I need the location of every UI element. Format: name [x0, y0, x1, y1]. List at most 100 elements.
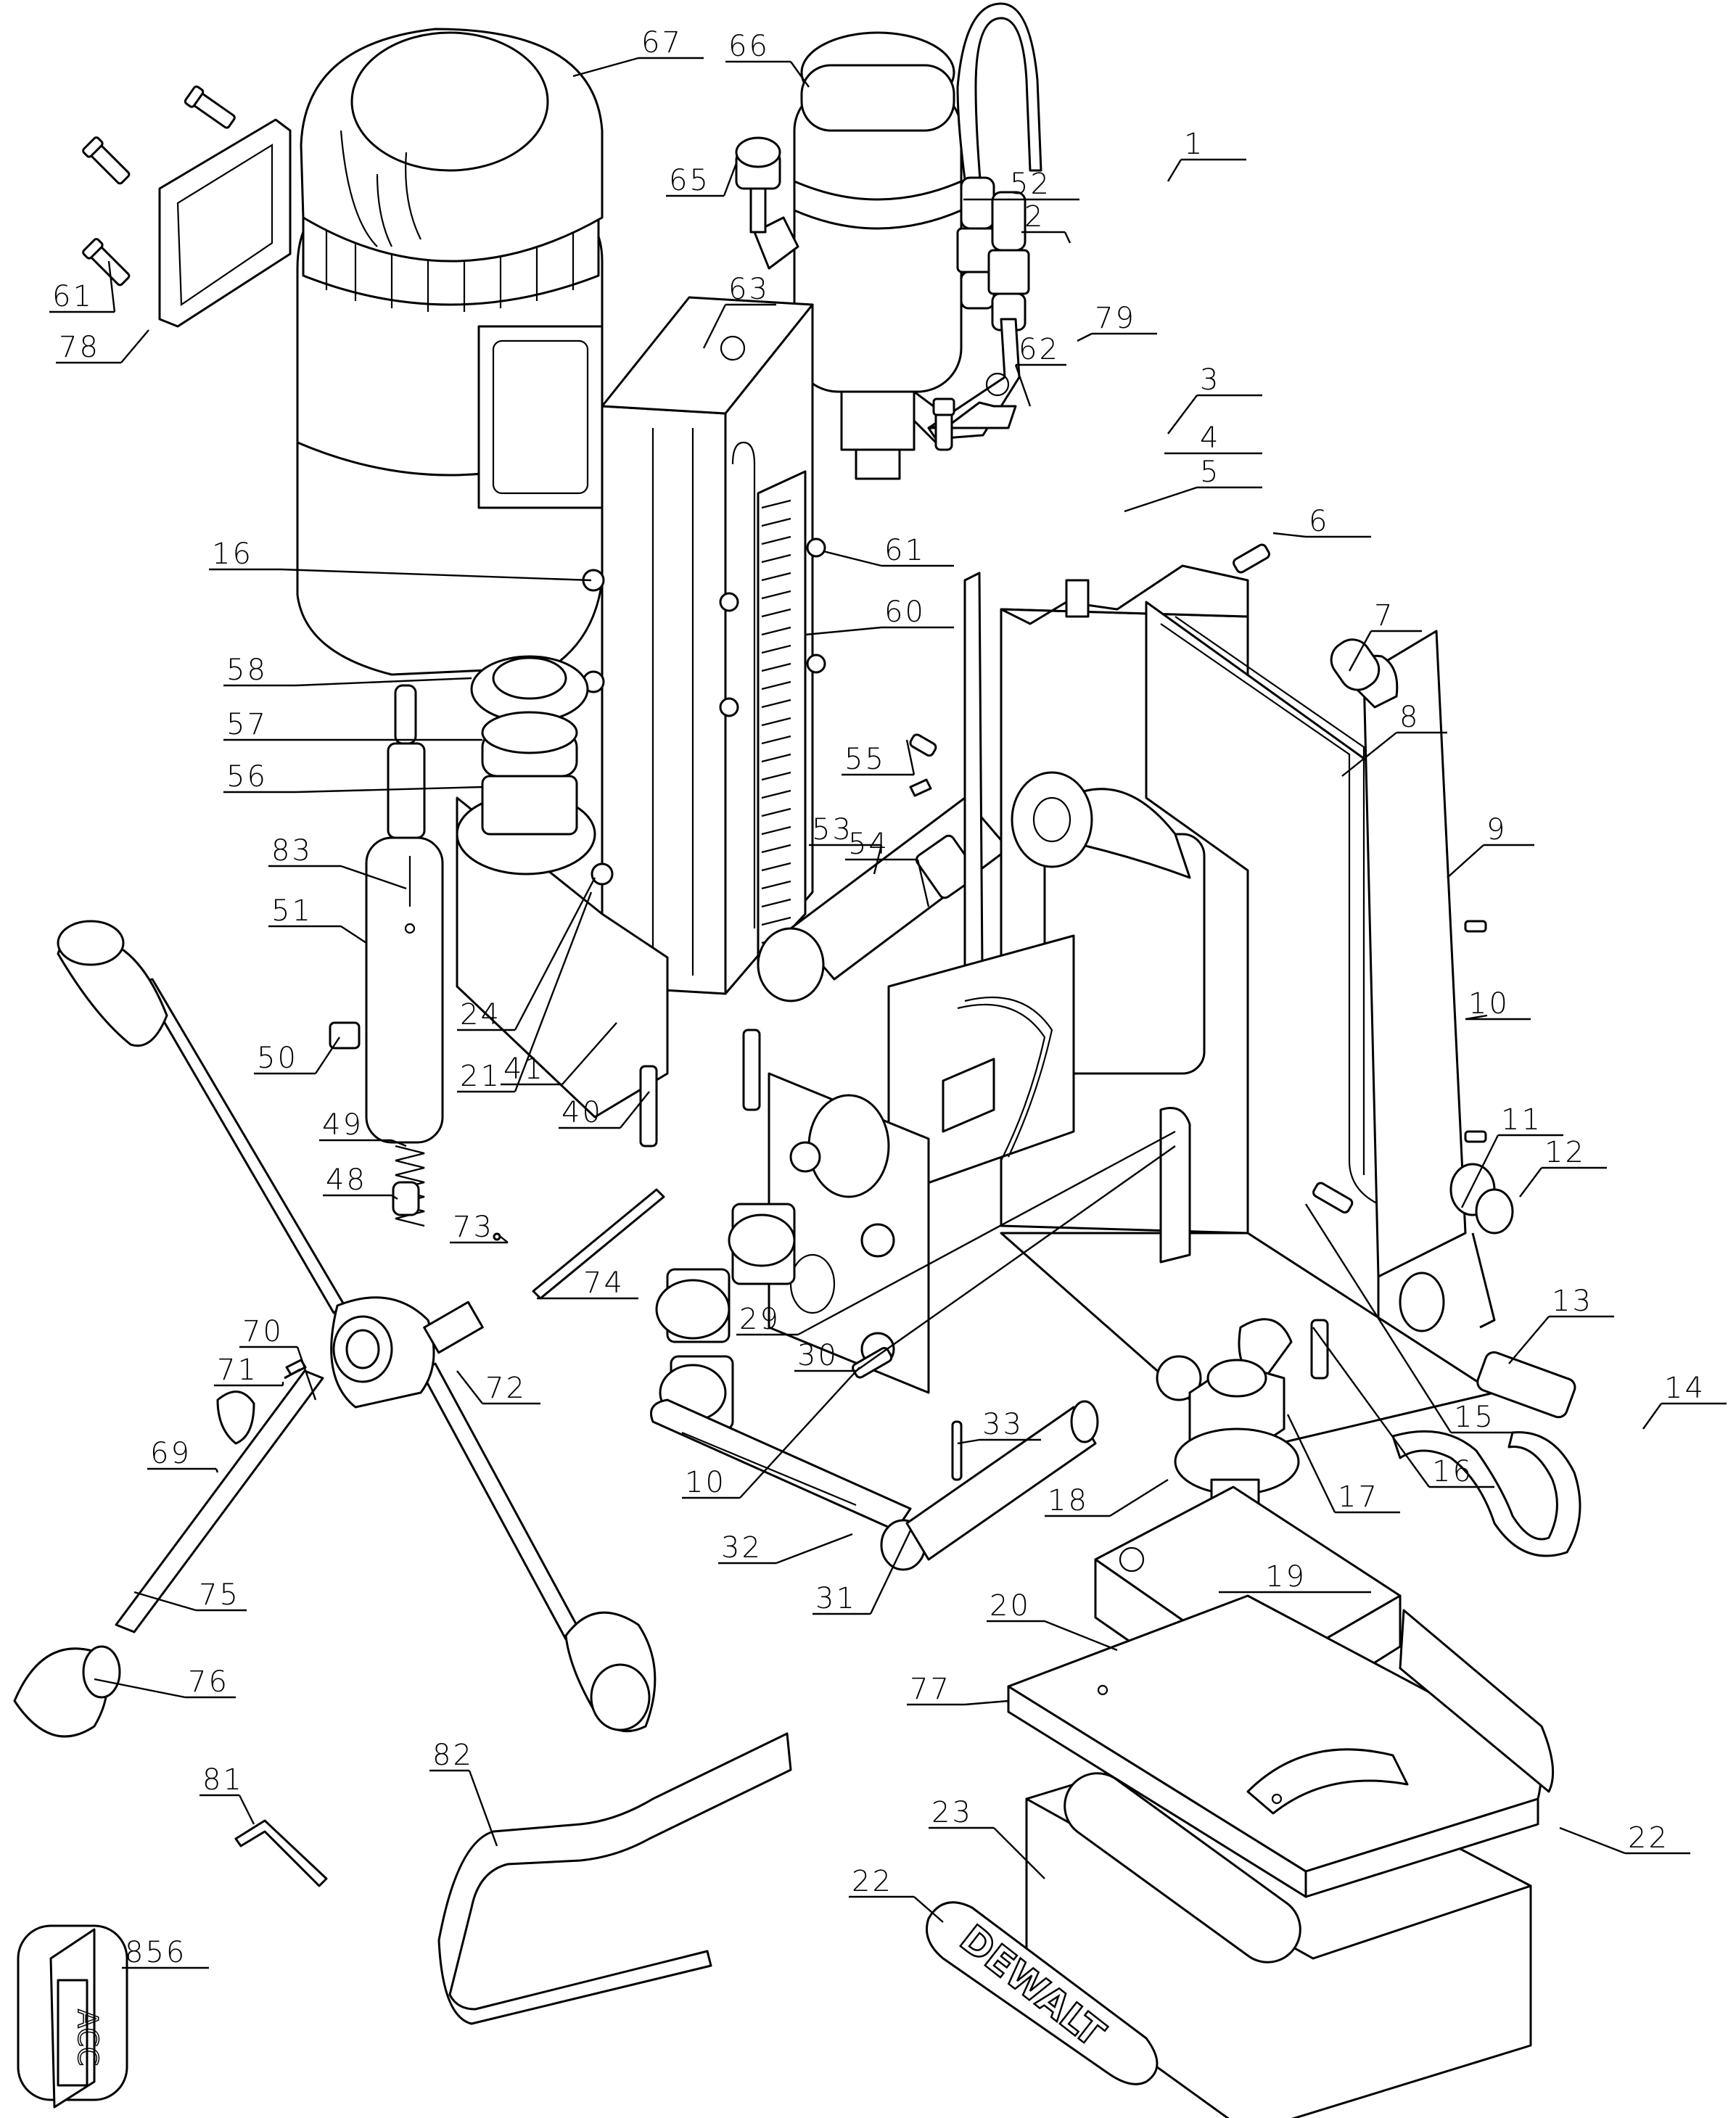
base-plate-part	[1007, 1594, 1542, 1898]
callout-label: 77	[910, 1673, 951, 1706]
motor-part	[296, 28, 604, 676]
callout-22b: 22	[849, 1865, 944, 1923]
callout-label: 51	[271, 894, 313, 928]
control-board-part	[887, 934, 1075, 1198]
callout-label: 49	[322, 1108, 363, 1142]
callout-label: 19	[1265, 1560, 1307, 1594]
callout-label: 72	[485, 1372, 527, 1405]
callout-leader	[500, 1236, 509, 1243]
callout-67: 67	[572, 26, 704, 78]
callout-label: 2	[1024, 200, 1045, 234]
callout-leader	[1286, 1414, 1336, 1513]
callout-label: 13	[1552, 1285, 1593, 1318]
callout-61: 61	[823, 534, 954, 567]
callout-78: 78	[56, 329, 149, 364]
callout-leader	[916, 859, 930, 907]
callout-13: 13	[1508, 1285, 1614, 1364]
callout-leader	[1460, 1134, 1500, 1208]
callout-leader	[120, 329, 149, 363]
callout-label: 31	[815, 1582, 857, 1615]
callout-leader	[723, 162, 738, 197]
pin-55-part	[909, 733, 937, 757]
callout-label: 856	[125, 1936, 186, 1969]
callout-30: 30	[794, 1145, 1176, 1372]
callout-48: 48	[323, 1163, 398, 1200]
callout-19: 19	[1219, 1560, 1371, 1594]
frame-small-parts	[1156, 543, 1576, 1419]
callout-leader	[1044, 1620, 1118, 1652]
callout-8: 8	[1341, 701, 1447, 777]
callout-14: 14	[1642, 1372, 1727, 1430]
callout-77: 77	[907, 1673, 1009, 1706]
coolant-bottle-part	[753, 31, 979, 480]
roll-pin-33-part	[951, 1420, 963, 1481]
callout-leader	[823, 550, 882, 567]
hex-key-part	[234, 1819, 328, 1887]
callout-leader	[572, 57, 639, 78]
callout-54: 54	[845, 828, 930, 907]
callout-leader	[913, 1896, 944, 1923]
callout-leader	[561, 1022, 617, 1085]
callout-label: 52	[1010, 168, 1051, 201]
callout-leader	[869, 1530, 912, 1615]
callout-50: 50	[254, 1037, 341, 1075]
kit-label-text: ACC	[72, 2009, 104, 2066]
callout-41: 41	[501, 1022, 617, 1086]
callout-leader	[1465, 1014, 1488, 1021]
callout-58: 58	[223, 654, 472, 687]
callout-label: 76	[188, 1665, 229, 1699]
callout-leader	[340, 865, 407, 890]
callout-label: 1	[1184, 128, 1204, 161]
callout-leader	[776, 1533, 853, 1565]
callout-label: 54	[848, 828, 889, 861]
gasket-part	[158, 118, 292, 328]
callout-label: 16	[1432, 1455, 1473, 1488]
callout-leader	[1642, 1403, 1662, 1430]
callout-label: 3	[1200, 363, 1220, 397]
callout-leader	[391, 1194, 398, 1200]
callout-label: 4	[1200, 421, 1220, 455]
callout-33: 33	[957, 1408, 1041, 1445]
callout-12: 12	[1519, 1136, 1607, 1198]
callout-leader	[94, 1678, 186, 1699]
arbor-tube-part	[365, 684, 444, 1144]
callout-leader	[296, 1346, 317, 1401]
callout-21: 21	[457, 891, 593, 1093]
callout-leader	[1312, 1327, 1430, 1488]
callout-label: 22	[1628, 1821, 1669, 1855]
callout-label: 22	[852, 1865, 893, 1898]
callout-label: 60	[884, 596, 926, 629]
callout-label: 53	[812, 813, 853, 846]
callout-label: 83	[271, 834, 313, 868]
callout-leader	[340, 925, 367, 944]
callout-leader	[1447, 844, 1484, 878]
callout-label: 10	[1468, 987, 1510, 1021]
callout-label: 7	[1374, 599, 1394, 632]
callout-4: 4	[1164, 421, 1262, 455]
callout-40: 40	[559, 1091, 650, 1129]
callout-10b: 10	[682, 1367, 860, 1499]
coolant-hose-part	[1391, 1430, 1581, 1557]
callout-52: 52	[963, 168, 1079, 201]
callout-22: 22	[1559, 1821, 1690, 1855]
callout-label: 41	[503, 1052, 545, 1086]
callout-label: 17	[1338, 1480, 1379, 1514]
pinion-shaft-part	[757, 778, 1010, 1002]
callout-leader	[215, 1468, 219, 1473]
callout-20: 20	[987, 1589, 1118, 1652]
nameplate-right-part	[1399, 1609, 1555, 1793]
callout-56: 56	[223, 760, 483, 794]
callout-label: 5	[1200, 456, 1220, 489]
callout-leader	[805, 626, 882, 636]
callout-layer: 1234567891011121314151617181920212223242…	[49, 26, 1727, 1969]
handle-assembly	[13, 920, 665, 1738]
callout-2: 2	[1021, 200, 1071, 244]
callout-leader	[514, 877, 596, 1031]
callout-73: 73	[450, 1211, 509, 1244]
callout-leader	[1014, 364, 1032, 407]
switch-plate-part	[768, 1072, 930, 1394]
callout-32: 32	[718, 1531, 853, 1565]
callout-63: 63	[702, 273, 776, 349]
callout-55: 55	[842, 739, 916, 776]
